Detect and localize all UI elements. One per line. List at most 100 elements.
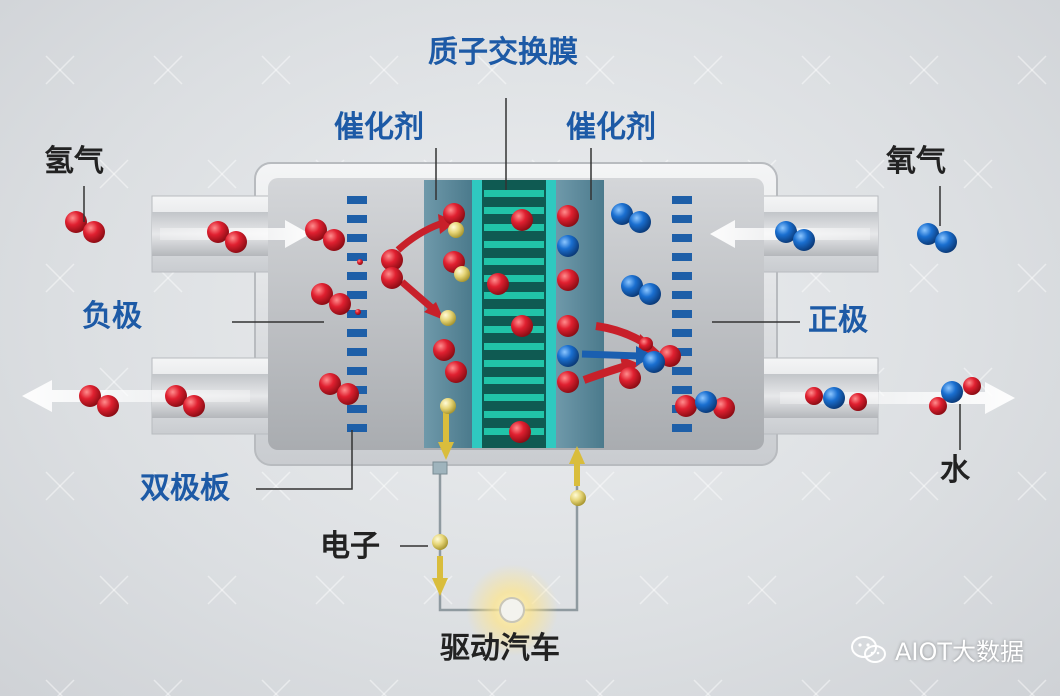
pattern-mark <box>153 471 183 501</box>
hydrogen-atom <box>557 315 579 337</box>
plate-dash <box>672 386 692 394</box>
pattern-mark <box>164 679 183 696</box>
pattern-mark <box>1017 55 1047 85</box>
pattern-mark <box>45 263 75 293</box>
pattern-mark <box>272 679 291 696</box>
hydrogen-atom <box>311 283 333 305</box>
pattern-mark <box>909 679 928 696</box>
oxygen-atom <box>917 223 939 245</box>
pattern-mark <box>153 55 183 85</box>
oxygen-atom <box>629 211 651 233</box>
electron-particle <box>440 398 456 414</box>
pattern-mark <box>477 679 496 696</box>
plate-dash <box>672 424 692 432</box>
wechat-icon <box>850 635 887 665</box>
water-exhaust-arrow <box>780 382 1015 414</box>
electron-particle <box>448 222 464 238</box>
pattern-mark <box>801 55 831 85</box>
electron-particle <box>570 490 586 506</box>
plate-dash <box>347 253 367 261</box>
hydrogen-atom <box>805 387 823 405</box>
pattern-mark <box>801 471 831 501</box>
pattern-mark <box>261 471 291 501</box>
pattern-mark <box>45 679 64 696</box>
plate-dash <box>672 215 692 223</box>
plate-dash <box>672 253 692 261</box>
pattern-mark <box>693 471 723 501</box>
oxygen-atom <box>793 229 815 251</box>
membrane-stripe <box>484 190 544 197</box>
pattern-mark <box>207 159 237 189</box>
hydrogen-atom <box>207 221 229 243</box>
pattern-mark <box>693 55 723 85</box>
hydrogen-atom <box>487 273 509 295</box>
pattern-mark <box>1017 263 1047 293</box>
pattern-mark <box>45 471 75 501</box>
electron-particle <box>432 534 448 550</box>
hydrogen-atom <box>319 373 341 395</box>
hydrogen-atom <box>849 393 867 411</box>
pattern-mark <box>315 575 345 605</box>
pattern-mark <box>1017 471 1047 501</box>
pattern-mark <box>369 55 399 85</box>
hydrogen-atom <box>79 385 101 407</box>
membrane-stripe <box>484 343 544 350</box>
hydrogen-atom <box>639 337 653 351</box>
hydrogen-atom <box>225 231 247 253</box>
membrane-stripe <box>484 411 544 418</box>
oxygen-atom <box>557 345 579 367</box>
pattern-mark <box>909 471 939 501</box>
watermark-text: AIOT大数据 <box>894 638 1024 666</box>
hydrogen-atom <box>713 397 735 419</box>
hydrogen-atom <box>97 395 119 417</box>
plate-dash <box>672 348 692 356</box>
pattern-mark <box>801 471 831 501</box>
pattern-mark <box>45 55 75 85</box>
pattern-mark <box>99 159 129 189</box>
hydrogen-atom <box>433 339 455 361</box>
pattern-mark <box>585 55 615 85</box>
membrane-stripe <box>484 241 544 248</box>
plate-dash <box>672 367 692 375</box>
anode-exhaust-arrow <box>22 380 250 412</box>
particles <box>65 203 981 550</box>
pattern-mark <box>261 679 280 696</box>
oxygen-atom <box>621 275 643 297</box>
plate-dash <box>347 367 367 375</box>
hydrogen-atom <box>183 395 205 417</box>
oxygen-atom <box>695 391 717 413</box>
pattern-mark <box>855 159 885 189</box>
hydrogen-atom <box>557 269 579 291</box>
membrane-stripe <box>484 394 544 401</box>
pattern-mark <box>380 679 399 696</box>
pattern-mark <box>693 55 723 85</box>
circuit-terminal <box>432 461 448 475</box>
pattern-mark <box>56 679 75 696</box>
membrane-label: 质子交换膜 <box>428 35 578 70</box>
leader-lines <box>83 98 961 547</box>
catalyst-left-label: 催化剂 <box>334 110 424 145</box>
membrane-stripe <box>484 292 544 299</box>
hydrogen-atom <box>65 211 87 233</box>
pattern-mark <box>153 471 183 501</box>
load-bulb <box>499 597 525 623</box>
water-label: 水 <box>940 453 970 488</box>
pattern-mark <box>855 575 885 605</box>
hydrogen-atom <box>329 293 351 315</box>
pattern-mark <box>585 679 604 696</box>
pattern-mark <box>963 575 993 605</box>
pattern-mark <box>909 471 939 501</box>
pattern-mark <box>45 471 75 501</box>
plate-dash <box>672 196 692 204</box>
pattern-mark <box>45 263 75 293</box>
hydrogen-atom <box>355 309 361 315</box>
red-arrow-2 <box>399 279 435 311</box>
anode-label: 负极 <box>82 299 142 334</box>
pattern-mark <box>488 679 507 696</box>
pattern-mark <box>855 575 885 605</box>
pattern-mark <box>207 575 237 605</box>
watermark: AIOT大数据 <box>850 632 1024 667</box>
hydrogen-atom <box>511 209 533 231</box>
